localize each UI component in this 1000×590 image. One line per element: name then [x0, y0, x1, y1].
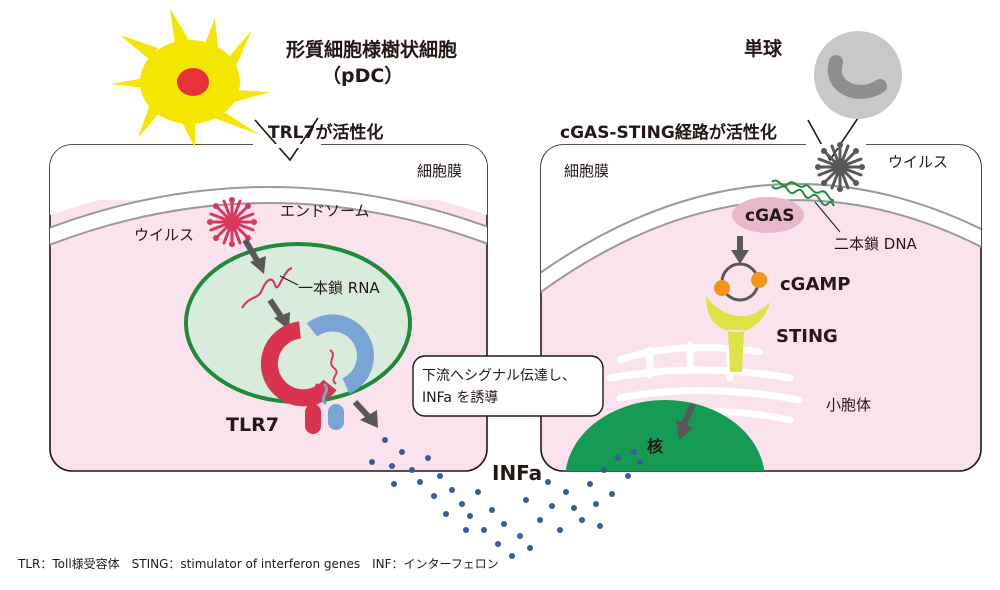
infa-dot: [431, 493, 437, 499]
infa-dot: [475, 489, 481, 495]
arrow-rna-to-tlr7: [267, 298, 285, 320]
pdc-cell-icon: [110, 8, 321, 162]
infa-dot: [527, 545, 533, 551]
infa-dot: [545, 479, 551, 485]
callout-line1: 下流へシグナル伝達し、: [422, 368, 576, 384]
infa-dot: [549, 503, 555, 509]
infa-dot: [615, 455, 621, 461]
cgamp-label: cGAMP: [780, 274, 850, 295]
dsdna-strand: [771, 179, 835, 207]
infa-dot: [459, 501, 465, 507]
tlr7-label: TLR7: [226, 414, 279, 436]
pdc-nucleus: [177, 68, 209, 96]
sting-protein: [706, 296, 770, 372]
ssrna-strand: [241, 266, 293, 309]
infa-dot: [495, 541, 501, 547]
nucleus: [565, 400, 765, 471]
cgas-label: cGAS: [745, 206, 794, 226]
callout-line2: INFa を誘導: [422, 390, 498, 406]
infa-dot: [463, 527, 469, 533]
infa-dot: [443, 511, 449, 517]
cgas-enzyme: [732, 197, 804, 233]
nucleus-label: 核: [647, 437, 663, 456]
infa-dot: [631, 449, 637, 455]
signal-callout: [412, 355, 604, 417]
sting-label: STING: [776, 326, 838, 347]
pdc-virus-label: ウイルス: [134, 226, 194, 244]
er-label: 小胞体: [826, 396, 871, 414]
infa-dot: [537, 517, 543, 523]
infa-dot: [467, 513, 473, 519]
infa-dot: [625, 473, 631, 479]
infa-dot: [571, 505, 577, 511]
footnote: TLR：Toll様受容体 STING：stimulator of interfe…: [17, 556, 499, 571]
endosome-label: エンドソーム: [280, 202, 370, 220]
monocyte-cell-icon: [806, 31, 902, 162]
infa-dot: [501, 521, 507, 527]
arrow-virus-to-rna: [242, 238, 261, 264]
infa-dot: [382, 437, 388, 443]
monocyte-membrane-label: 細胞膜: [564, 162, 609, 180]
infa-dot: [489, 507, 495, 513]
infa-label: INFa: [492, 461, 542, 485]
infa-dot: [597, 523, 603, 529]
virus-icon: [815, 142, 865, 192]
infa-dot: [399, 449, 405, 455]
ssrna-label: 一本鎖 RNA: [298, 279, 380, 297]
infa-dot: [449, 487, 455, 493]
pdc-panel-title: TRL7が活性化: [268, 122, 383, 143]
infa-dot: [523, 497, 529, 503]
infa-dot: [425, 455, 431, 461]
virus-icon: [207, 197, 257, 247]
infa-dot: [409, 467, 415, 473]
infa-dot: [391, 481, 397, 487]
pdc-title: 形質細胞様樹状細胞: [286, 38, 457, 61]
cgamp-molecule: [714, 262, 767, 302]
infa-dot: [637, 459, 643, 465]
infa-dot: [417, 479, 423, 485]
monocyte-title: 単球: [744, 37, 783, 60]
infa-dot: [593, 501, 599, 507]
dsdna-label: 二本鎖 DNA: [834, 235, 918, 253]
monocyte-virus-label: ウイルス: [888, 153, 948, 171]
arrow-tlr7-downstream: [352, 399, 371, 419]
tlr7-receptor: [260, 314, 374, 434]
infa-dot: [481, 527, 487, 533]
infa-dot: [437, 473, 443, 479]
infa-dots: [369, 437, 643, 559]
infa-dot: [579, 517, 585, 523]
pdc-title-abbr: （pDC）: [322, 64, 403, 87]
monocyte-nucleus: [827, 55, 887, 99]
arrow-sting-to-nucleus: [681, 402, 696, 426]
infa-dot: [369, 459, 375, 465]
infa-dot: [509, 553, 515, 559]
infa-dot: [389, 463, 395, 469]
infa-dot: [517, 533, 523, 539]
monocyte-panel-title: cGAS-STING経路が活性化: [560, 122, 777, 143]
monocyte-panel: [540, 144, 982, 472]
infa-dot: [563, 489, 569, 495]
infa-dot: [557, 527, 563, 533]
pdc-membrane-label: 細胞膜: [417, 162, 462, 180]
infa-dot: [601, 467, 607, 473]
infa-dot: [587, 481, 593, 487]
infa-dot: [609, 491, 615, 497]
pdc-panel: [49, 144, 488, 472]
